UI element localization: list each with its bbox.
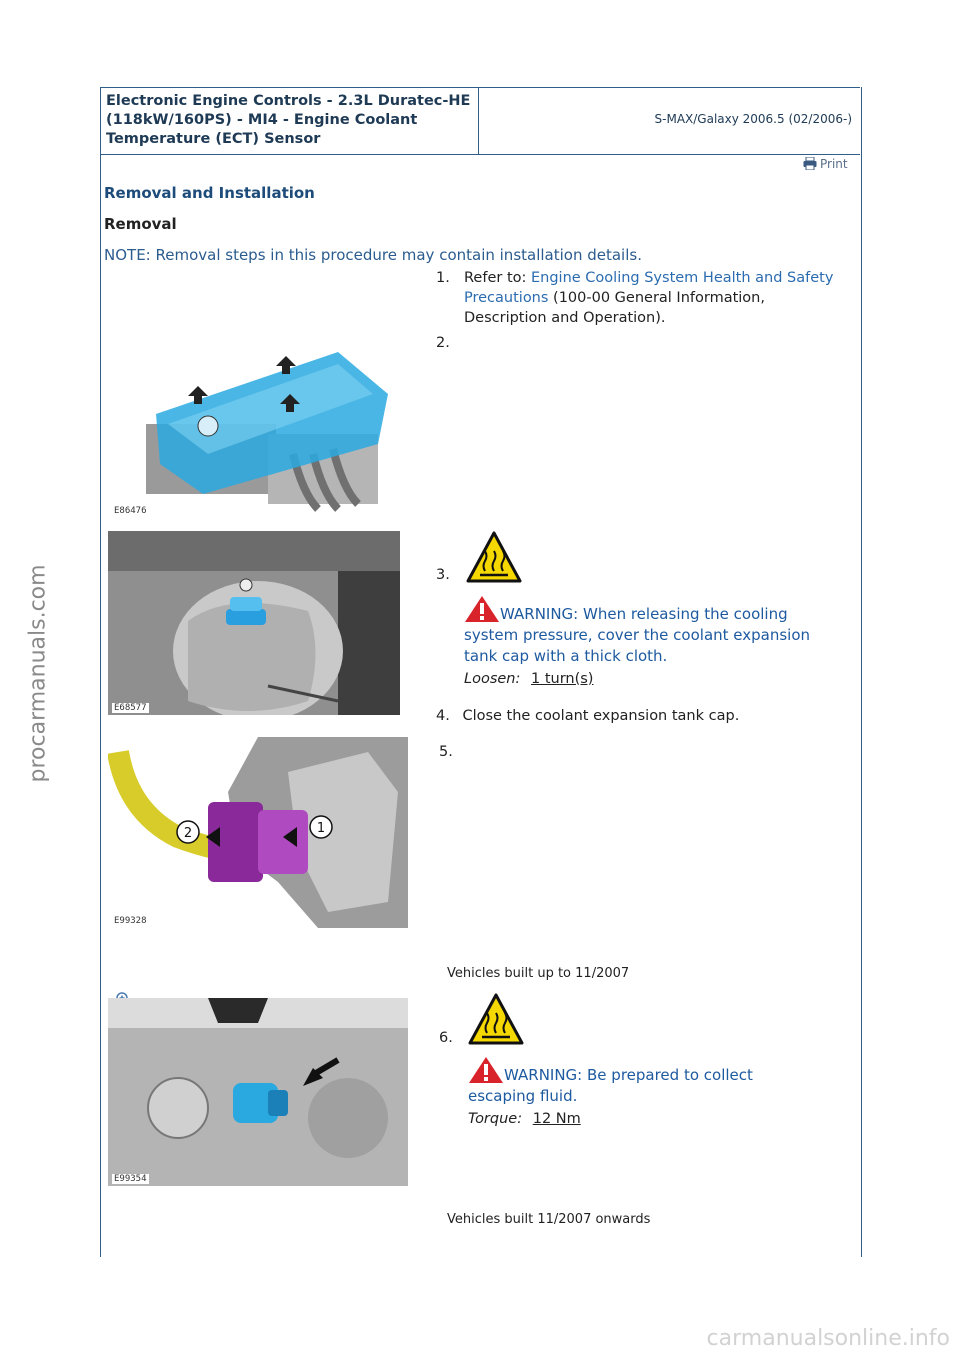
warning-text: WARNING: When releasing the cooling syst… — [464, 605, 811, 665]
callout-1: 1 — [317, 821, 325, 836]
step-3: 3. — [436, 565, 450, 585]
step-2: 2. — [436, 333, 450, 353]
step-number: 1. — [436, 270, 450, 286]
spec-value: 1 turn(s) — [530, 671, 594, 687]
page-frame — [100, 87, 862, 1257]
side-watermark: procarmanuals.com — [25, 564, 51, 783]
hot-surface-warning-icon — [466, 531, 522, 583]
connector-illustration: 2 1 — [108, 737, 408, 928]
sensor-figure: E99354 — [108, 998, 408, 1186]
warning-text: WARNING: Be prepared to collect escaping… — [468, 1066, 753, 1105]
connector-figure: 2 1 E99328 — [108, 732, 408, 928]
step-1: 1. Refer to: Engine Cooling System Healt… — [436, 268, 846, 328]
engine-figure: E86476 — [108, 334, 408, 518]
step-number: 3. — [436, 567, 450, 583]
printer-icon — [803, 156, 817, 171]
step-text-suffix: (100-00 General Information, Description… — [464, 290, 765, 326]
figure-id: E99354 — [112, 1174, 149, 1184]
header: Electronic Engine Controls - 2.3L Durate… — [100, 87, 860, 155]
hot-surface-warning-icon — [468, 993, 524, 1045]
footer-watermark: carmanualsonline.info — [706, 1326, 950, 1351]
spec-label: Torque: — [468, 1111, 523, 1127]
figure-id: E86476 — [112, 506, 149, 516]
step-number: 5. — [439, 744, 453, 760]
engine-illustration — [146, 352, 388, 512]
callout-2: 2 — [184, 826, 192, 841]
section-title: Removal and Installation — [104, 184, 315, 202]
step-number: 6. — [439, 1030, 453, 1046]
model-label: S-MAX/Galaxy 2006.5 (02/2006-) — [654, 112, 852, 126]
warning-block: WARNING: Be prepared to collect escaping… — [468, 1056, 808, 1129]
page-title: Electronic Engine Controls - 2.3L Durate… — [106, 93, 471, 147]
coolant-tank-illustration — [108, 531, 400, 715]
print-button[interactable]: Print — [803, 156, 848, 171]
step-6: 6. — [439, 1028, 453, 1048]
warning-icon — [465, 596, 499, 622]
sensor-illustration — [108, 998, 408, 1186]
header-divider — [478, 88, 479, 154]
step-5-caption: Vehicles built up to 11/2007 — [447, 966, 630, 981]
warning-block: WARNING: When releasing the cooling syst… — [464, 595, 834, 689]
figure-id: E99328 — [112, 916, 149, 926]
health-safety-link[interactable]: Engine Cooling System Health and Safety … — [464, 270, 834, 306]
coolant-tank-figure: E68577 — [108, 531, 400, 715]
print-label: Print — [820, 157, 848, 171]
spec-value: 12 Nm — [532, 1111, 581, 1127]
step-text: Close the coolant expansion tank cap. — [462, 708, 740, 724]
step-text-prefix: Refer to: — [464, 270, 531, 286]
subsection-title: Removal — [104, 215, 177, 233]
step-number: 4. — [436, 708, 450, 724]
figure-id: E68577 — [112, 703, 149, 713]
warning-icon — [469, 1057, 503, 1083]
spec-label: Loosen: — [464, 671, 521, 687]
note-text: NOTE: Removal steps in this procedure ma… — [104, 246, 642, 264]
step-6-caption: Vehicles built 11/2007 onwards — [447, 1212, 651, 1227]
step-number: 2. — [436, 335, 450, 351]
step-4: 4. Close the coolant expansion tank cap. — [436, 706, 739, 726]
step-5: 5. — [439, 742, 453, 762]
